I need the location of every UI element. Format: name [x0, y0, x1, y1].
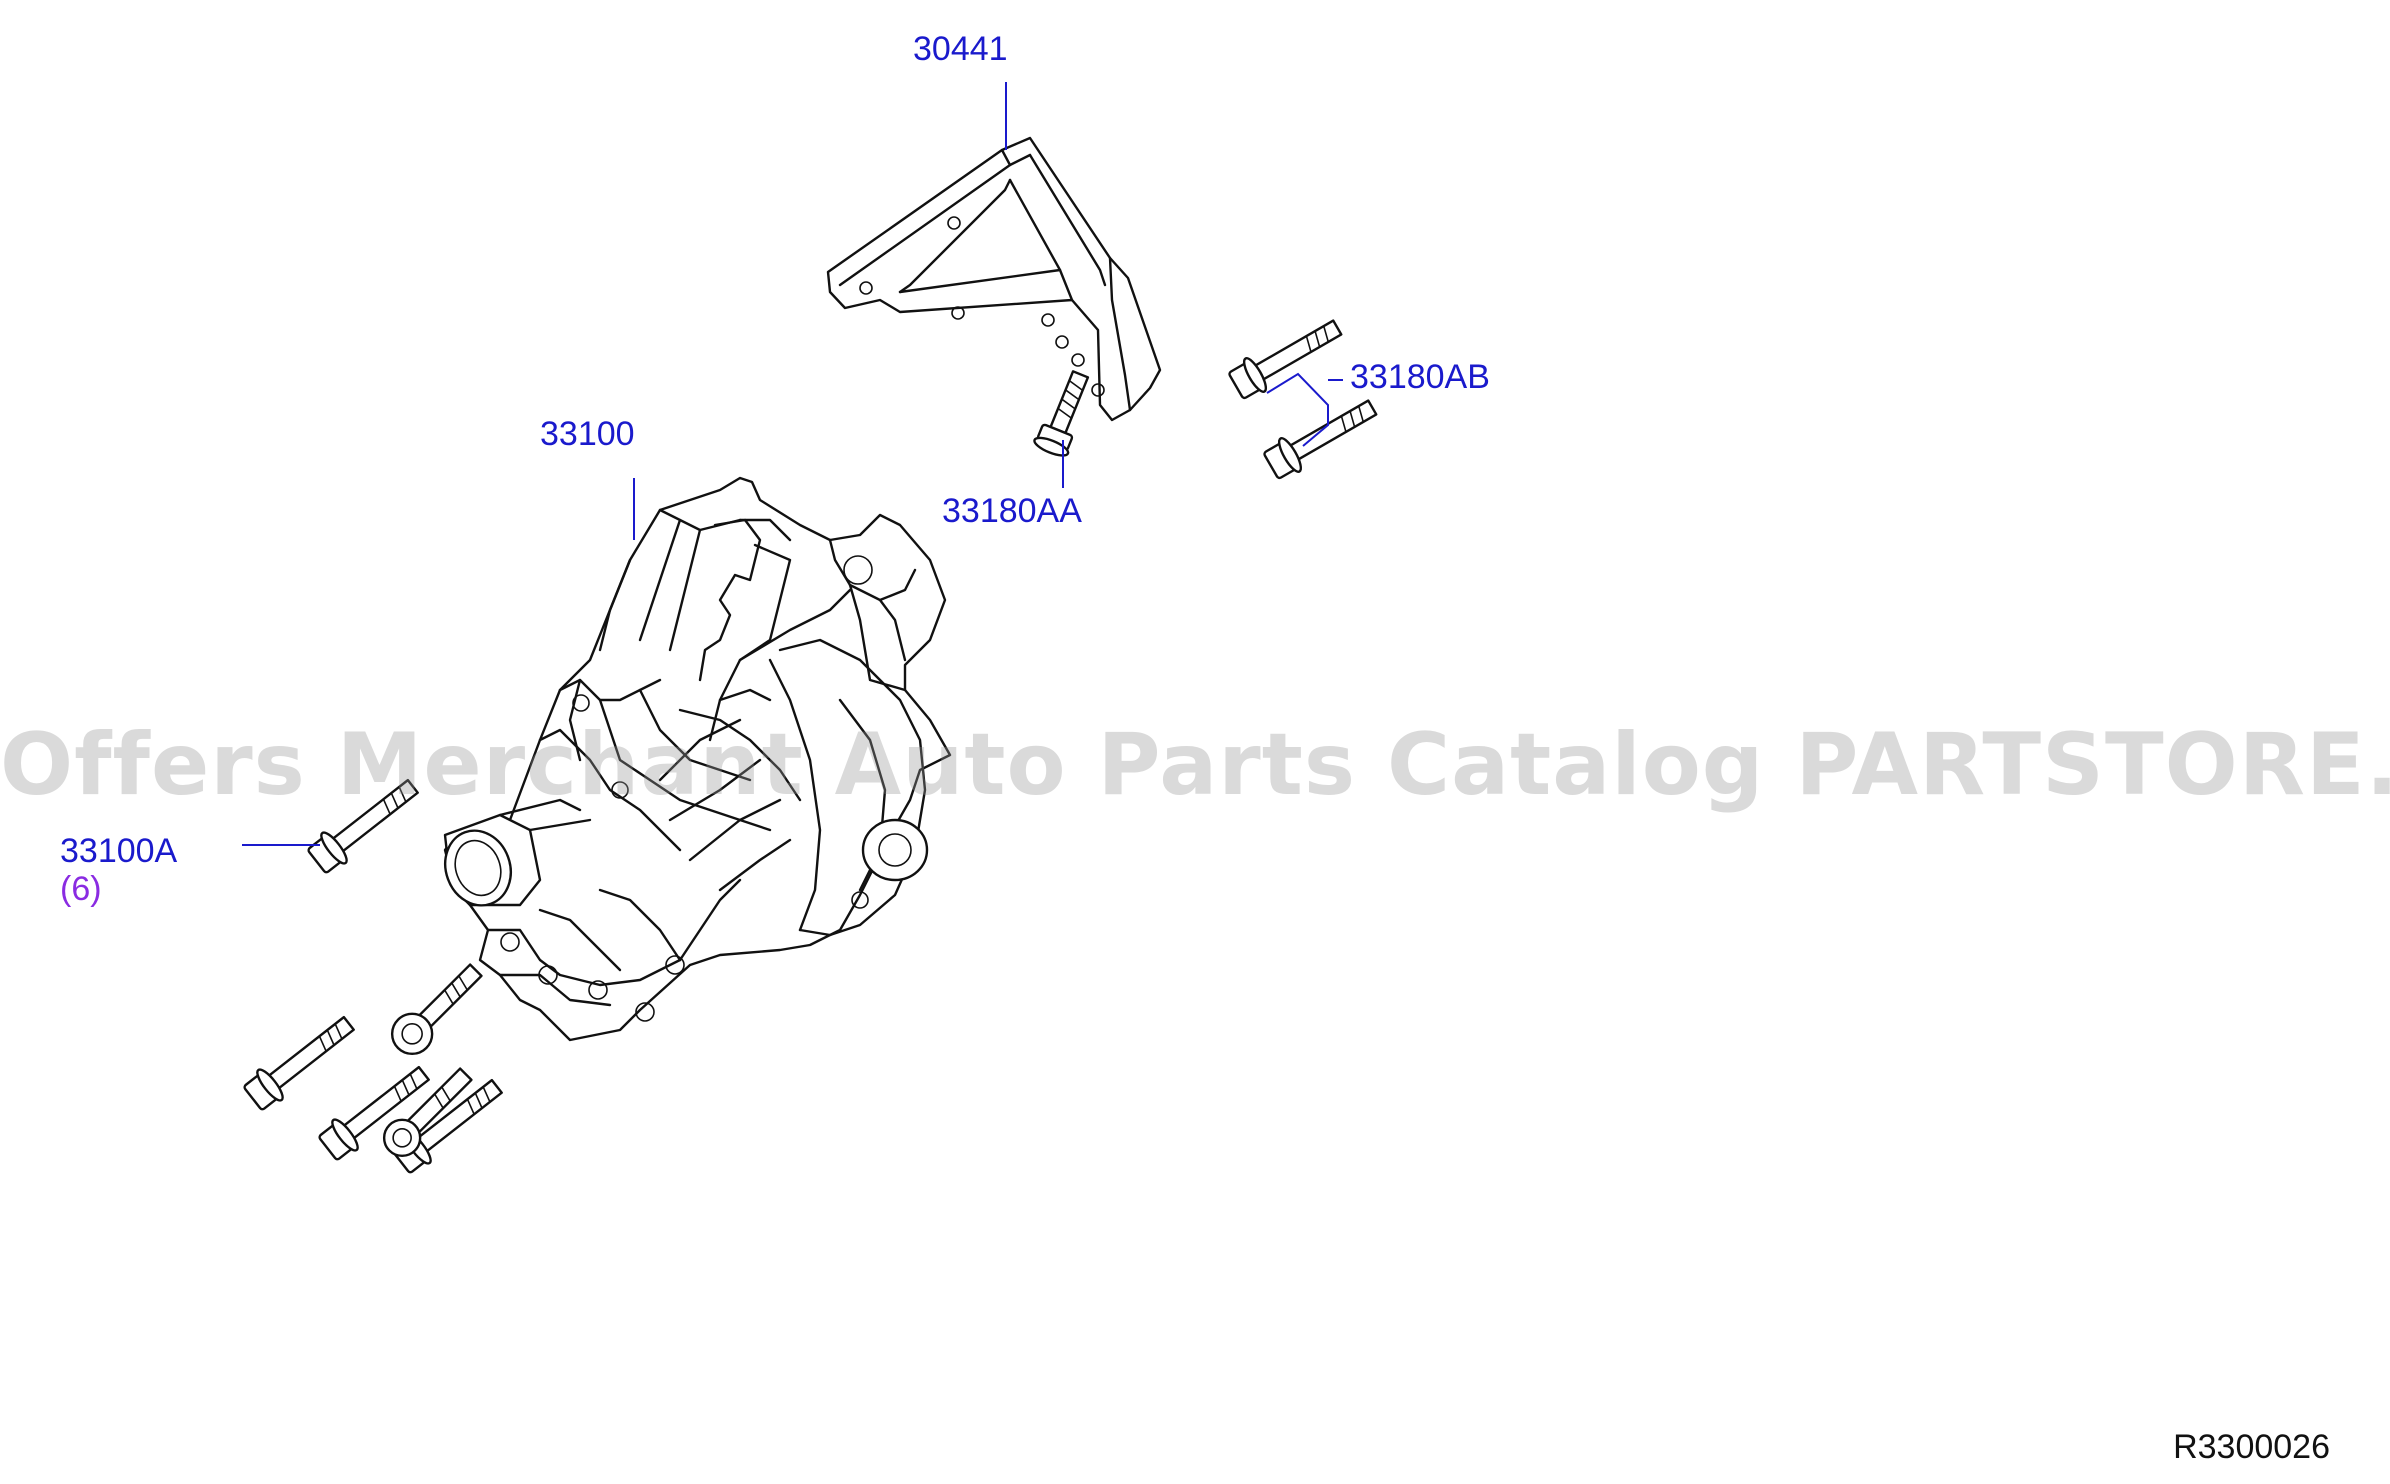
diagram-code: R3300026	[2173, 1428, 2330, 1466]
bracket-30441-drawing	[826, 136, 1162, 422]
label-30441[interactable]: 30441	[913, 30, 1008, 68]
bolt-33100a-4-drawing	[318, 1065, 430, 1161]
label-33180ab[interactable]: 33180AB	[1350, 358, 1490, 396]
label-33180aa[interactable]: 33180AA	[942, 492, 1082, 530]
bolt-33100a-1-drawing	[307, 778, 419, 874]
bolt-33100a-2-drawing	[390, 963, 483, 1056]
bolt-33100a-6-drawing	[382, 1067, 473, 1158]
bolt-33180ab-upper-drawing	[1228, 319, 1343, 400]
label-33100a[interactable]: 33100A	[60, 832, 178, 870]
bolt-33100a-3-drawing	[243, 1015, 355, 1111]
bolt-33180aa-drawing	[1033, 370, 1090, 457]
bolt-33180ab-lower-drawing	[1263, 399, 1378, 480]
leader-33180ab	[1266, 372, 1329, 447]
water-pump-33100-drawing	[443, 476, 952, 1042]
label-33100[interactable]: 33100	[540, 415, 635, 453]
label-33100a-quantity: (6)	[60, 870, 102, 908]
